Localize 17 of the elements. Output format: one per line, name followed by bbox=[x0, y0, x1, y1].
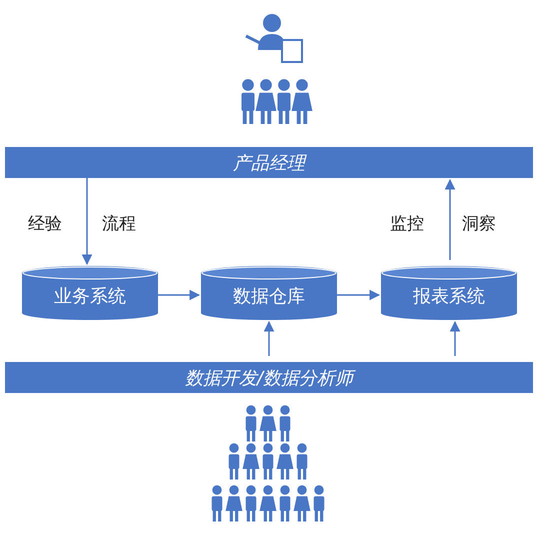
node-label: 业务系统 bbox=[54, 285, 126, 308]
band bbox=[5, 362, 533, 393]
arrow bbox=[82, 178, 92, 266]
arrow bbox=[158, 290, 200, 300]
annotation-label: 经验 bbox=[28, 213, 62, 235]
node-label: 报表系统 bbox=[413, 285, 485, 308]
annotation-label: 洞察 bbox=[462, 213, 496, 235]
arrow bbox=[264, 320, 274, 356]
node-label: 数据仓库 bbox=[233, 285, 305, 308]
arrow bbox=[337, 290, 380, 300]
arrow bbox=[450, 320, 460, 356]
node-label: 数据开发/数据分析师 bbox=[184, 366, 354, 390]
annotation-label: 监控 bbox=[390, 213, 424, 235]
band bbox=[5, 147, 533, 178]
node-label: 产品经理 bbox=[233, 152, 305, 174]
annotation-label: 流程 bbox=[102, 213, 136, 235]
arrow bbox=[444, 178, 456, 260]
